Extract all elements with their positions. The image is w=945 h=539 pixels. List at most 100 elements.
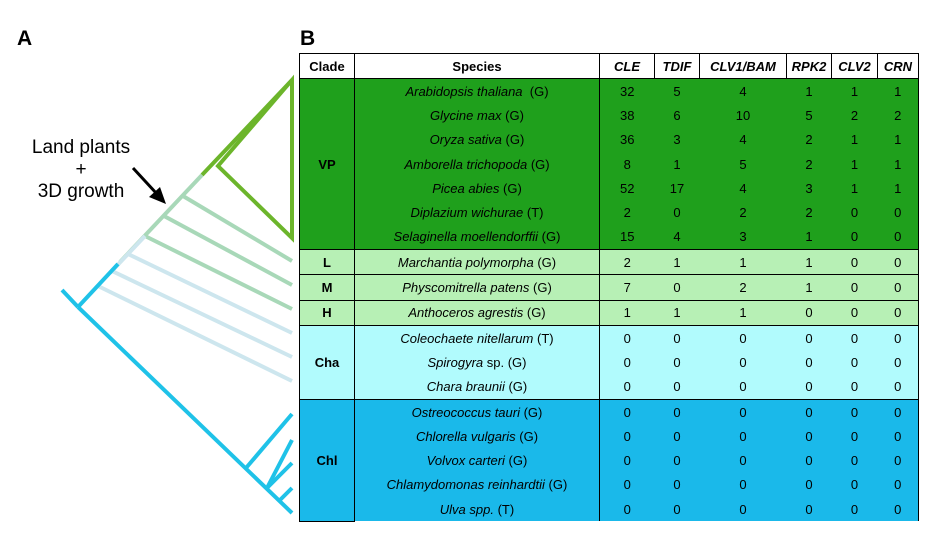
- count-cell: 1: [599, 299, 655, 326]
- species-source: (T): [493, 501, 515, 517]
- species-cell: Picea abies (G): [354, 176, 600, 201]
- clade-cell: H: [299, 299, 355, 326]
- species-cell: Oryza sativa (G): [354, 127, 600, 152]
- header-cle: CLE: [599, 53, 655, 79]
- species-name: Selaginella moellendorffii: [393, 229, 539, 245]
- count-cell: 0: [673, 354, 681, 370]
- branch-chlorophyte-4: [278, 486, 294, 502]
- panel-b-label: B: [300, 27, 316, 50]
- species-name: Oryza sativa: [429, 132, 502, 148]
- count-cell: 0: [599, 472, 655, 498]
- species-name: Volvox carteri: [426, 453, 505, 469]
- count-cell: 0: [850, 477, 859, 493]
- count-cell: 0: [831, 398, 878, 425]
- count-cell: 6: [673, 107, 681, 123]
- vp-stem-branch: [200, 78, 294, 177]
- clade-cell: Chl: [299, 398, 355, 522]
- count-cell: 0: [877, 200, 919, 225]
- count-cell: 0: [877, 448, 919, 473]
- count-cell: 0: [699, 398, 787, 425]
- species-source: (T): [523, 205, 544, 221]
- count-cell: 0: [850, 205, 859, 221]
- count-cell: 1: [831, 78, 878, 104]
- branch-liverwort: [144, 234, 293, 311]
- header-rpk2: RPK2: [786, 53, 832, 79]
- annotation-arrow-shaft: [131, 166, 159, 196]
- phylogenetic-tree: [60, 74, 294, 515]
- species-name: Ostreococcus tauri: [411, 404, 520, 420]
- count-cell: 8: [599, 151, 655, 177]
- species-source: (G): [522, 83, 549, 99]
- count-cell: 7: [599, 274, 655, 301]
- clade-cell: L: [299, 249, 355, 276]
- count-cell: 0: [739, 453, 747, 469]
- count-cell: 2: [805, 205, 813, 221]
- count-cell: 1: [805, 229, 813, 245]
- count-cell: 1: [850, 156, 859, 172]
- species-cell: Coleochaete nitellarum (T): [354, 324, 600, 351]
- count-cell: 0: [739, 477, 747, 493]
- species-cell: Physcomitrella patens (G): [354, 274, 600, 301]
- branch-chlorophyte-main: [76, 305, 294, 515]
- species-cell: Arabidopsis thaliana (G): [354, 78, 600, 104]
- count-cell: 0: [673, 453, 681, 469]
- tree-spine-chlorophytes: [76, 262, 120, 309]
- annotation-line-1: Land plants: [31, 137, 131, 158]
- header-clv1-bam: CLV1/BAM: [699, 53, 787, 79]
- species-source: (G): [504, 379, 528, 395]
- count-cell: 1: [654, 249, 700, 275]
- count-cell: 0: [699, 324, 787, 351]
- count-cell: 0: [805, 453, 813, 469]
- count-cell: 0: [877, 424, 919, 449]
- count-cell: 0: [877, 350, 919, 375]
- count-cell: 1: [673, 156, 681, 172]
- header-crn: CRN: [877, 53, 919, 79]
- count-cell: 0: [850, 354, 859, 370]
- count-cell: 4: [673, 229, 681, 245]
- count-cell: 0: [786, 299, 832, 326]
- count-cell: 0: [877, 299, 919, 326]
- count-cell: 0: [877, 324, 919, 351]
- count-cell: 15: [599, 224, 655, 250]
- branch-charophyte-1: [127, 252, 293, 335]
- count-cell: 0: [805, 354, 813, 370]
- count-cell: 5: [654, 78, 700, 104]
- header-tdif: TDIF: [654, 53, 700, 79]
- count-cell: 0: [877, 274, 919, 301]
- count-cell: 32: [599, 78, 655, 104]
- count-cell: 0: [850, 229, 859, 245]
- count-cell: 0: [654, 398, 700, 425]
- count-cell: 2: [805, 132, 813, 148]
- count-cell: 1: [850, 180, 859, 196]
- species-source: (G): [523, 305, 546, 321]
- count-cell: 0: [805, 501, 813, 517]
- species-name: Coleochaete nitellarum: [400, 330, 534, 346]
- clade-cell: M: [299, 274, 355, 301]
- count-cell: 0: [673, 501, 681, 517]
- count-cell: 1: [786, 78, 832, 104]
- species-cell: Glycine max (G): [354, 103, 600, 128]
- species-source: (T): [533, 330, 554, 346]
- count-cell: 0: [654, 324, 700, 351]
- count-cell: 0: [673, 428, 681, 444]
- count-cell: 2: [877, 103, 919, 128]
- species-source: (G): [519, 404, 543, 420]
- count-cell: 0: [831, 249, 878, 275]
- count-cell: 4: [699, 78, 787, 104]
- count-cell: 4: [739, 132, 747, 148]
- branch-charophyte-3: [97, 284, 293, 383]
- count-cell: 3: [739, 229, 747, 245]
- species-name: Picea abies: [432, 180, 500, 196]
